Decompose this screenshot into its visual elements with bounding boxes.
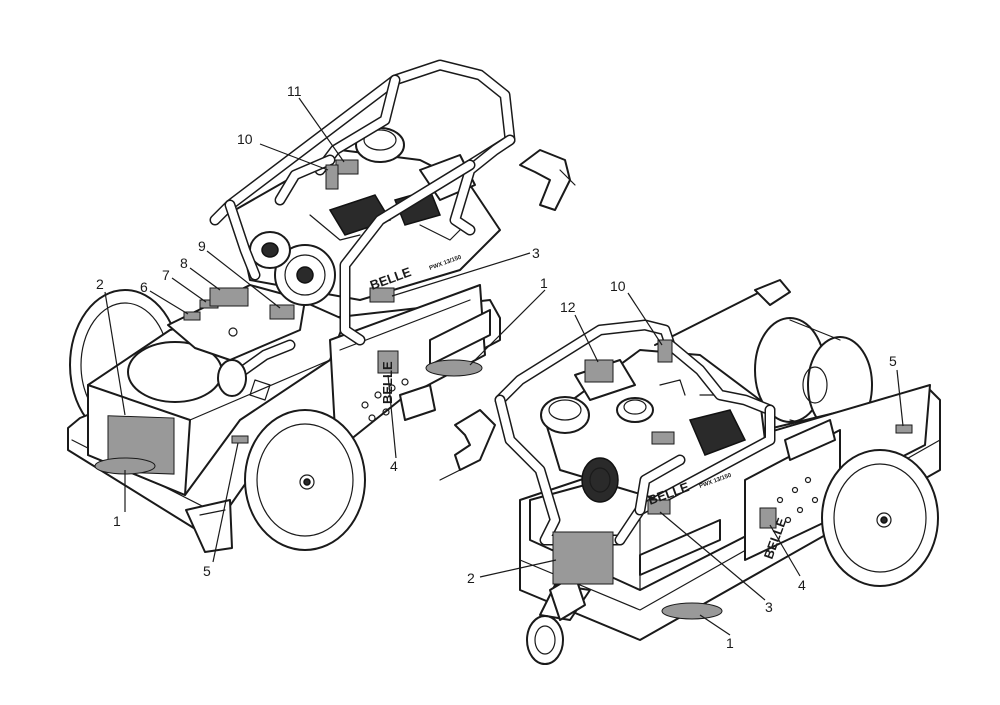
callout-left-3: 3 xyxy=(391,245,540,297)
callout-right-4: 4 xyxy=(769,524,806,593)
callout-left-1b: 1 xyxy=(469,275,548,366)
callout-label: 3 xyxy=(765,599,773,615)
decal-left-8 xyxy=(209,287,249,307)
callout-label: 5 xyxy=(203,563,211,579)
callout-label: 1 xyxy=(113,513,121,529)
decal-right-2 xyxy=(552,531,614,585)
callout-label: 8 xyxy=(180,255,188,271)
left-machine-roll-frame xyxy=(209,59,516,346)
callout-left-4: 4 xyxy=(387,374,398,474)
callout-right-2: 2 xyxy=(467,559,557,586)
callout-right-12: 12 xyxy=(560,299,599,363)
decal-right-5 xyxy=(895,424,913,434)
callout-label: 12 xyxy=(560,299,576,315)
decal-left-11 xyxy=(335,159,359,175)
decal-left-6 xyxy=(183,311,201,321)
callout-right-5: 5 xyxy=(889,353,904,427)
machine-rear-view: BELLE BELLE PWX 13/150 xyxy=(67,59,576,553)
callout-left-9: 9 xyxy=(198,238,281,309)
callout-label: 4 xyxy=(390,458,398,474)
decal-right-12 xyxy=(584,359,614,383)
callout-label: 4 xyxy=(798,577,806,593)
decal-right-3 xyxy=(647,499,671,515)
right-machine-base-bracket xyxy=(639,419,836,576)
left-machine-hose-outlet xyxy=(217,339,296,401)
callout-left-2: 2 xyxy=(96,276,126,416)
callout-right-1: 1 xyxy=(699,614,734,651)
callouts: 1 2 4 5 6 7 8 9 xyxy=(96,83,904,651)
left-machine-decals: BELLE BELLE PWX 13/150 xyxy=(94,159,483,475)
decal-right-4 xyxy=(759,507,777,529)
callout-label: 9 xyxy=(198,238,206,254)
callout-label: 7 xyxy=(162,267,170,283)
callout-label: 2 xyxy=(96,276,104,292)
callout-label: 3 xyxy=(532,245,540,261)
left-machine-front-wheel xyxy=(244,409,366,551)
callout-right-3: 3 xyxy=(659,511,773,615)
callout-left-1: 1 xyxy=(113,470,126,529)
callout-left-7: 7 xyxy=(162,267,207,303)
callout-label: 11 xyxy=(287,83,302,99)
decal-right-1 xyxy=(661,602,723,620)
callout-left-8: 8 xyxy=(180,255,221,291)
decal-left-10 xyxy=(325,164,339,190)
left-machine-brand-vertical: BELLE xyxy=(380,361,395,404)
callout-left-5: 5 xyxy=(203,442,239,579)
callout-left-10: 10 xyxy=(237,131,329,171)
callout-left-11: 11 xyxy=(287,83,345,163)
callout-label: 1 xyxy=(726,635,734,651)
decal-right-engine xyxy=(651,431,675,445)
callout-left-6: 6 xyxy=(140,279,189,315)
right-machine-caster-wheel xyxy=(526,574,586,665)
left-machine-base-bracket xyxy=(399,309,491,421)
callout-label: 5 xyxy=(889,353,897,369)
machine-front-view: BELLE BELLE PWX 13/150 xyxy=(439,279,941,665)
decal-left-1b xyxy=(425,359,483,377)
right-machine-front-wheel xyxy=(821,449,939,587)
callout-right-10: 10 xyxy=(610,278,663,346)
right-machine-hose-reel xyxy=(754,317,873,434)
decal-right-10 xyxy=(657,339,673,363)
left-machine-spray-gun xyxy=(519,149,576,211)
right-machine-spray-gun xyxy=(439,409,496,481)
callout-label: 1 xyxy=(540,275,548,291)
decal-left-4 xyxy=(377,350,399,374)
decal-left-9 xyxy=(269,304,295,320)
callout-label: 10 xyxy=(610,278,626,294)
callout-label: 6 xyxy=(140,279,148,295)
callout-label: 2 xyxy=(467,570,475,586)
decal-left-5 xyxy=(231,435,249,444)
callout-label: 10 xyxy=(237,131,253,147)
